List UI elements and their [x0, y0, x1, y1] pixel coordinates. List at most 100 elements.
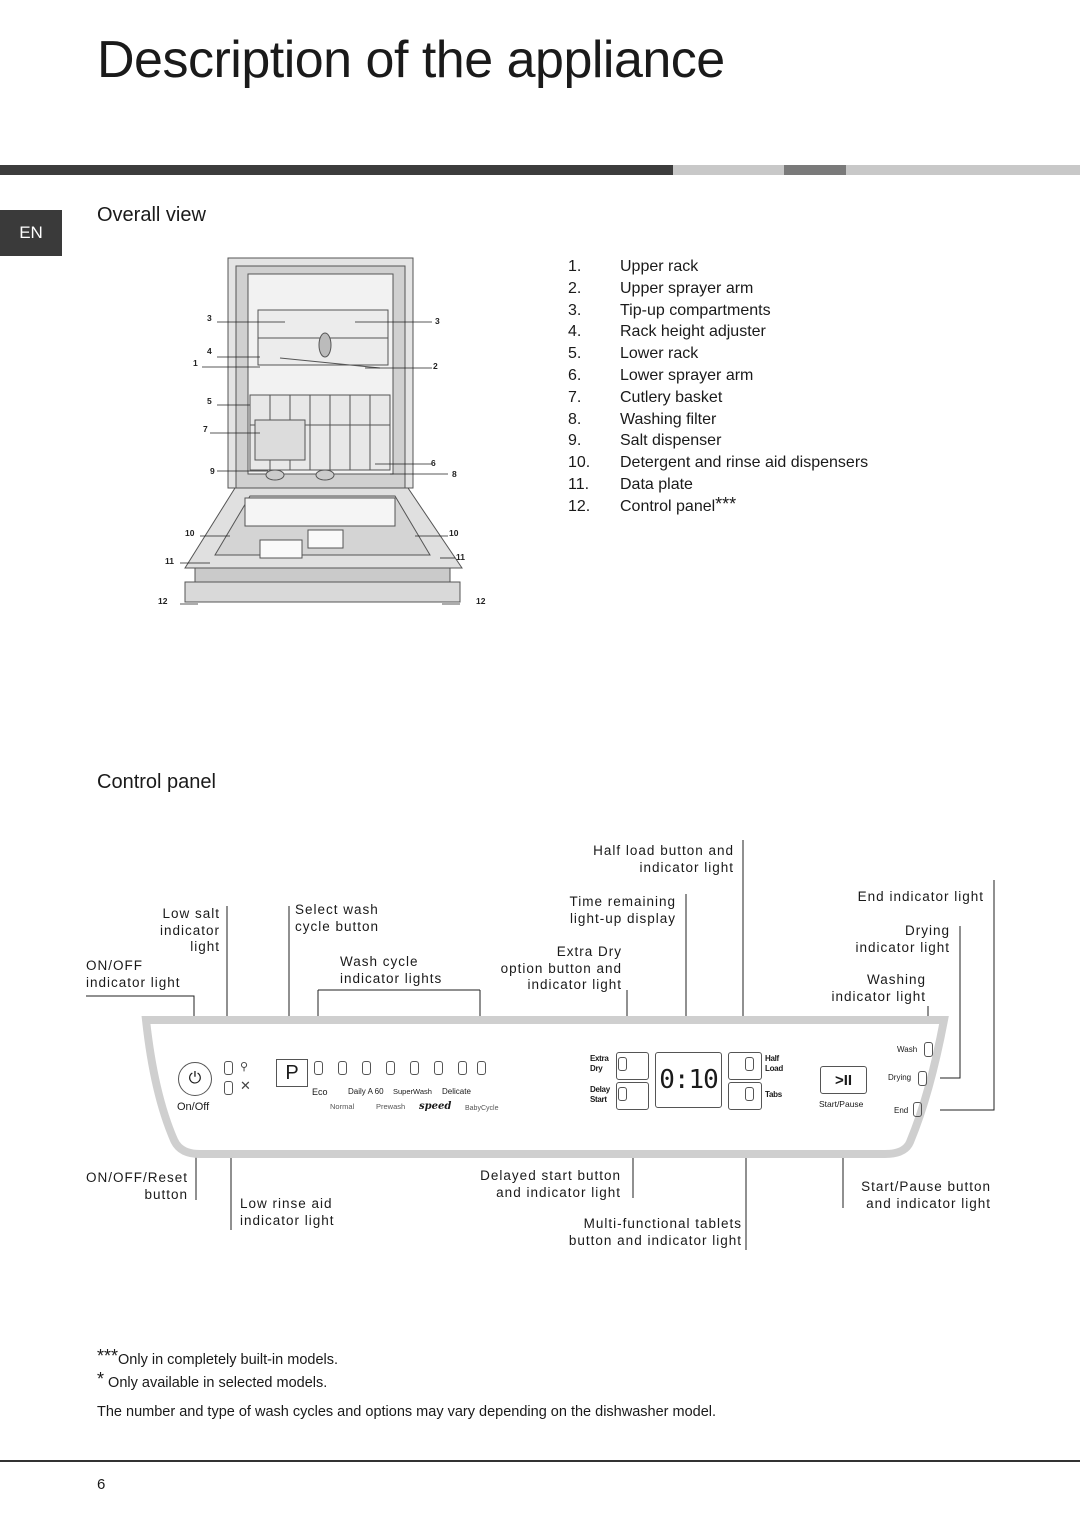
list-item: 6.Lower sprayer arm: [568, 366, 754, 384]
header-bar-light: [673, 165, 784, 175]
page-number: 6: [97, 1476, 106, 1493]
list-item: 11.Data plate: [568, 475, 693, 493]
callout-12-right: 12: [476, 596, 486, 606]
callout-8: 8: [452, 469, 457, 479]
list-item: 1.Upper rack: [568, 258, 699, 275]
extra-dry-label: Extra Dry: [590, 1054, 609, 1073]
parts-list: 1.Upper rack 2.Upper sprayer arm 3.Tip-u…: [568, 256, 868, 518]
cycle-light: [314, 1061, 323, 1075]
time-remaining-callout: Time remaining light-up display: [569, 894, 676, 926]
speed-logo: speed: [419, 1101, 452, 1112]
on-off-label: On/Off: [177, 1101, 210, 1113]
callout-3-right: 3: [435, 316, 440, 326]
footnote-built-in: ***Only in completely built-in models.: [97, 1346, 339, 1368]
end-light-callout: End indicator light: [857, 889, 984, 904]
cycle-light: [386, 1061, 395, 1075]
low-salt-callout: Low salt indicator light: [159, 906, 220, 954]
list-item: 4.Rack height adjuster: [568, 323, 766, 341]
cycle-label: BabyCycle: [465, 1105, 499, 1112]
start-pause-callout: Start/Pause button and indicator light: [861, 1179, 991, 1211]
cycle-label: Daily A 60: [348, 1087, 384, 1096]
callout-11-right: 11: [456, 552, 465, 562]
half-load-callout: Half load button and indicator light: [593, 843, 734, 875]
list-item: 3.Tip-up compartments: [568, 301, 771, 319]
start-pause-label: Start/Pause: [819, 1099, 864, 1109]
multi-tabs-callout: Multi-functional tablets button and indi…: [568, 1216, 742, 1248]
cycle-light: [434, 1061, 443, 1075]
dishwasher-diagram: 3 4 1 5 7 9 10 11 12 3 2 6 8 10 11 12: [158, 257, 486, 606]
footnote-selected-models: * Only available in selected models.: [97, 1369, 328, 1391]
half-load-light: [745, 1057, 754, 1071]
wash-label: Wash: [897, 1045, 918, 1054]
control-panel-body: [141, 1016, 949, 1158]
header-bar-light-end: [846, 165, 1080, 175]
delay-start-button[interactable]: [616, 1082, 649, 1110]
cycle-label: Eco: [312, 1087, 328, 1097]
salt-icon: ⚲: [240, 1061, 249, 1073]
cycle-light: [362, 1061, 371, 1075]
extra-dry-callout: Extra Dry option button and indicator li…: [500, 944, 622, 992]
time-display-value: 0:10: [659, 1065, 719, 1095]
select-wash-callout: Select wash cycle button: [295, 902, 380, 934]
callout-12-left: 12: [158, 596, 168, 606]
control-panel-heading: Control panel: [97, 771, 216, 793]
start-pause-button[interactable]: >II: [820, 1066, 867, 1094]
tabs-light: [745, 1087, 754, 1101]
end-label: End: [894, 1106, 909, 1115]
callout-4: 4: [207, 346, 212, 356]
cycle-light: [338, 1061, 347, 1075]
callout-7: 7: [203, 424, 208, 434]
cycle-label: SuperWash: [393, 1087, 432, 1096]
footer-rule: [0, 1460, 1080, 1462]
list-item: 5.Lower rack: [568, 345, 699, 363]
drying-label: Drying: [888, 1073, 912, 1082]
half-load-label: Half Load: [765, 1054, 783, 1073]
low-rinse-callout: Low rinse aid indicator light: [240, 1196, 335, 1228]
list-item: 7.Cutlery basket: [568, 388, 723, 406]
delay-start-label: Delay Start: [590, 1085, 610, 1104]
callout-6: 6: [431, 458, 436, 468]
header-bar-dark: [0, 165, 673, 175]
callout-9: 9: [210, 466, 215, 476]
on-off-light-callout: ON/OFF indicator light: [86, 958, 181, 990]
callout-2: 2: [433, 361, 438, 371]
language-tab[interactable]: EN: [0, 210, 62, 256]
delay-start-light: [618, 1087, 627, 1101]
callout-5: 5: [207, 396, 212, 406]
low-salt-light: [224, 1061, 233, 1075]
list-item: 2.Upper sprayer arm: [568, 279, 754, 297]
list-item: 12.Control panel***: [568, 493, 737, 515]
on-off-reset-callout: ON/OFF/Reset button: [85, 1170, 188, 1202]
end-light: [913, 1102, 922, 1117]
callout-11-left: 11: [165, 556, 174, 566]
callout-10-left: 10: [185, 528, 195, 538]
power-icon: ⏻: [188, 1070, 202, 1087]
half-load-button[interactable]: [728, 1052, 762, 1080]
callout-3-left: 3: [207, 313, 212, 323]
extra-dry-light: [618, 1057, 627, 1071]
wash-cycle-lights-callout: Wash cycle indicator lights: [340, 954, 443, 986]
cycle-light: [410, 1061, 419, 1075]
extra-dry-button[interactable]: [616, 1052, 649, 1080]
header-bar-mid: [784, 165, 846, 175]
callout-1: 1: [193, 358, 198, 368]
cycle-light: [477, 1061, 486, 1075]
play-pause-icon: >II: [834, 1071, 853, 1089]
list-item: 8.Washing filter: [568, 410, 717, 428]
drying-light: [918, 1071, 927, 1086]
time-display: 0:10: [655, 1052, 722, 1108]
delayed-start-callout: Delayed start button and indicator light: [480, 1168, 621, 1200]
program-select-button[interactable]: P: [276, 1059, 308, 1087]
overall-view-heading: Overall view: [97, 204, 206, 226]
tabs-button[interactable]: [728, 1082, 762, 1110]
tabs-label: Tabs: [765, 1090, 782, 1099]
rinse-aid-icon: ✕: [240, 1078, 251, 1093]
power-button[interactable]: ⏻: [178, 1062, 212, 1096]
callout-10-right: 10: [449, 528, 459, 538]
cycle-label: Normal: [330, 1102, 355, 1111]
cycle-light: [458, 1061, 467, 1075]
wash-light: [924, 1042, 933, 1057]
list-item: 9.Salt dispenser: [568, 432, 722, 450]
page-title: Description of the appliance: [97, 31, 725, 89]
list-item: 10.Detergent and rinse aid dispensers: [568, 454, 869, 472]
